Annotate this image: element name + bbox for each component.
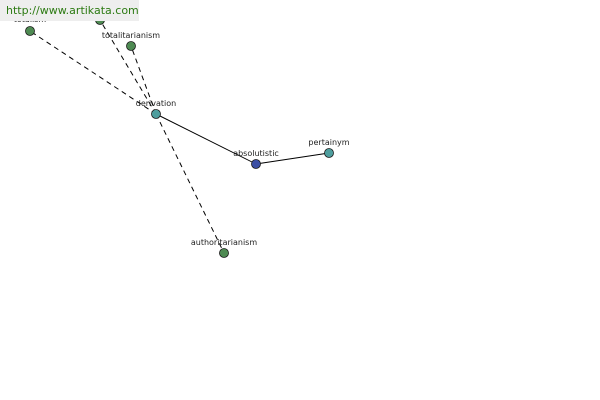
node-label: totalitarianism (102, 31, 160, 40)
node-absolutistic[interactable]: absolutistic (233, 149, 279, 169)
node-marker[interactable] (219, 248, 229, 258)
node-label: absolutistic (233, 149, 279, 158)
edge-derivation-totalitarian (99, 19, 157, 115)
node-marker[interactable] (25, 26, 35, 36)
node-marker[interactable] (126, 41, 136, 51)
node-marker[interactable] (251, 159, 261, 169)
node-marker[interactable] (151, 109, 161, 119)
node-authoritarianism[interactable]: authoritarianism (191, 238, 258, 258)
edge-derivation-totalitarianism (130, 45, 157, 115)
edge-derivation-absolutistic (155, 113, 257, 165)
node-pertainym[interactable]: pertainym (308, 138, 350, 158)
edge-derivation-totalism (29, 30, 157, 115)
edge-derivation-authoritarianism (155, 113, 225, 254)
node-label: authoritarianism (191, 238, 258, 247)
node-derivation[interactable]: derivation (136, 99, 176, 119)
node-label: derivation (136, 99, 176, 108)
site-url-watermark[interactable]: http://www.artikata.com (0, 0, 139, 21)
edge-absolutistic-pertainym (255, 152, 330, 165)
node-totalitarianism[interactable]: totalitarianism (102, 31, 160, 51)
node-layer: totalismtotalitarianismderivationabsolut… (14, 15, 350, 258)
node-label: pertainym (308, 138, 349, 147)
edge-layer (29, 19, 330, 254)
node-marker[interactable] (324, 148, 334, 158)
